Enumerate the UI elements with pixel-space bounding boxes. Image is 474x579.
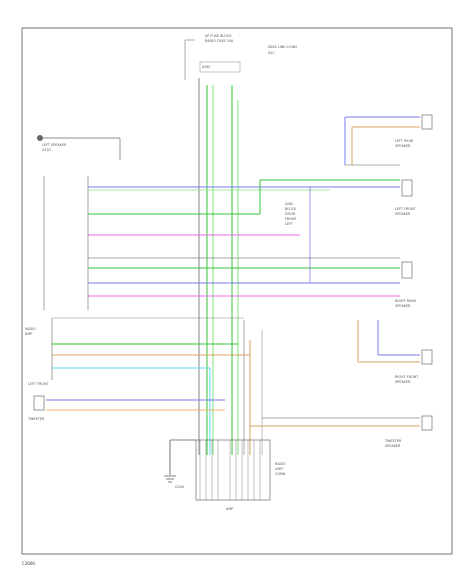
rr-speaker-sublabel: SPEAKER xyxy=(395,144,411,148)
radio-connector-box xyxy=(195,439,271,501)
speaker-icon-rr xyxy=(421,114,433,130)
speaker-icon-rr2 xyxy=(401,261,413,279)
left-speaker-icon xyxy=(37,135,43,141)
radio-label: RADIO xyxy=(275,462,286,466)
lf-tweeter-sublabel: TWEETER xyxy=(27,417,45,421)
rr2-speaker-sublabel: SPEAKER xyxy=(395,304,411,308)
left-speaker-label: LEFT SPEAKER xyxy=(42,143,67,147)
rf-speaker-label: RIGHT FRONT xyxy=(395,375,419,379)
mid-note-4: FRONT xyxy=(285,217,298,221)
speaker-icon-lf-tweeter xyxy=(33,395,45,411)
lower-left-sublabel: AMP xyxy=(25,332,32,336)
ground-label: G200 xyxy=(175,485,184,489)
fuse-block-sublabel: RADIO FUSE 10A xyxy=(205,39,234,43)
mid-note-3: DOOR xyxy=(285,212,296,216)
mid-note-1: JUNC xyxy=(284,202,294,206)
mid-note-2: BLOCK xyxy=(285,207,297,211)
bottom-amp-label: AMP xyxy=(226,507,233,511)
fuse-connector-label: JUNC xyxy=(201,65,211,69)
radio-conn-label: CONN xyxy=(275,472,286,476)
radio-sublabel: UNIT xyxy=(275,467,284,471)
data-link-label: DATA LINK CONN xyxy=(268,45,297,49)
tweeter-label: TWEETER xyxy=(384,439,402,443)
rr2-speaker-label: RIGHT REAR xyxy=(395,299,416,303)
rf-speaker-sublabel: SPEAKER xyxy=(395,380,411,384)
radio-connector-pins xyxy=(199,440,261,500)
mid-note-5: LEFT xyxy=(285,222,294,226)
speaker-icon-lf xyxy=(401,179,413,197)
tweeter-sublabel: SPEAKER xyxy=(385,444,401,448)
ground-icon xyxy=(164,475,176,483)
fuse-block-label: I/P FUSE BLOCK xyxy=(205,34,232,38)
speaker-icon-rf xyxy=(421,349,433,365)
lf-speaker-label: LEFT FRONT xyxy=(395,207,417,211)
speaker-icon-tweeter xyxy=(421,415,433,431)
rr-speaker-label: LEFT REAR xyxy=(395,139,414,143)
lower-left-label: RADIO xyxy=(25,327,36,331)
left-speaker-sublabel: G101 xyxy=(42,148,51,152)
fuse-connector-box xyxy=(199,61,241,73)
data-link-sublabel: DLC xyxy=(268,51,275,55)
page-code: C3000 xyxy=(22,561,35,566)
lf-tweeter-label: LEFT FRONT xyxy=(28,382,50,386)
lf-speaker-sublabel: SPEAKER xyxy=(395,212,411,216)
diagram-border xyxy=(21,27,453,555)
